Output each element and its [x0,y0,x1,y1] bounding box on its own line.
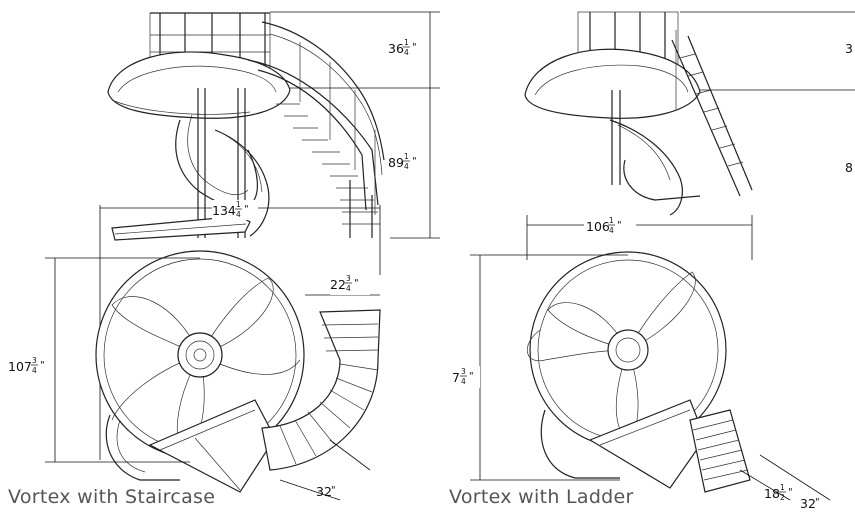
svg-text:": " [412,156,417,167]
svg-text:": " [354,278,359,289]
dim-label-3-partial: 3 [845,41,853,56]
dim-label-107-3-4: 107 3 4 " [8,355,54,377]
svg-text:32: 32 [800,496,816,511]
dim-label-134-1-4: 134 1 4 " [212,200,258,220]
svg-text:1: 1 [780,483,785,492]
svg-text:106: 106 [586,219,610,234]
svg-text:": " [788,487,793,498]
dim-label-7-3-4: 7 3 4 " [452,366,480,388]
caption-vortex-with-staircase: Vortex with Staircase [8,486,216,508]
svg-text:32: 32 [316,484,332,499]
svg-text:36: 36 [388,41,404,56]
svg-text:": " [815,497,820,508]
svg-text:4: 4 [404,48,409,57]
svg-text:7: 7 [452,370,460,385]
svg-text:4: 4 [32,366,37,375]
svg-text:134: 134 [212,203,236,218]
dim-label-22-3-4: 22 3 4 " [330,273,370,295]
ladder-side-elevation [524,11,855,260]
svg-text:4: 4 [236,210,241,219]
dim-label-89-1-4: 89 1 4 " [388,150,428,172]
svg-text:8: 8 [845,160,853,175]
svg-text:3: 3 [32,356,37,365]
dim-label-32-stair: 32 " [316,484,336,499]
svg-text:3: 3 [845,41,853,56]
staircase-plan-view [45,250,381,501]
svg-text:1: 1 [609,216,614,225]
svg-text:2: 2 [780,493,785,502]
svg-text:4: 4 [404,162,409,171]
svg-text:": " [331,485,336,496]
svg-text:18: 18 [764,486,780,501]
svg-text:22: 22 [330,277,346,292]
dim-label-32-ladder: 32 " [800,496,820,511]
svg-text:": " [40,360,45,371]
svg-text:": " [469,371,474,382]
svg-text:89: 89 [388,155,404,170]
svg-text:1: 1 [404,152,409,161]
svg-text:107: 107 [8,359,32,374]
svg-text:": " [412,42,417,53]
svg-text:": " [617,220,622,231]
svg-text:1: 1 [404,38,409,47]
svg-text:4: 4 [609,226,614,235]
dim-label-8-partial: 8 [845,160,853,175]
ladder-plan-view [470,251,831,501]
caption-vortex-with-ladder: Vortex with Ladder [449,486,634,508]
svg-text:3: 3 [346,274,351,283]
svg-text:4: 4 [346,284,351,293]
dim-label-18-1-2: 18 1 2 " [764,483,793,502]
dim-label-36-1-4: 36 1 4 " [388,36,428,58]
svg-text:": " [244,204,249,215]
svg-text:3: 3 [461,367,466,376]
dim-label-106-1-4: 106 1 4 " [584,216,636,236]
svg-text:1: 1 [236,200,241,209]
svg-text:4: 4 [461,377,466,386]
